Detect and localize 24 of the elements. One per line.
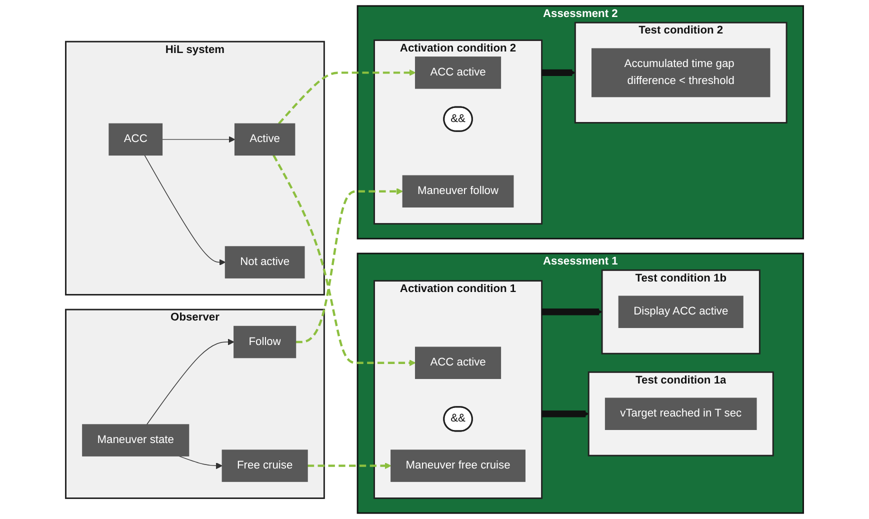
arrow — [178, 456, 222, 470]
node-box: Not active — [224, 246, 305, 278]
node-box: ACC — [108, 123, 163, 156]
arrow — [308, 462, 392, 470]
node-box: ACC active — [415, 56, 502, 89]
arrow — [541, 69, 576, 76]
node-box: Maneuver follow — [402, 175, 514, 208]
arrow — [146, 338, 234, 425]
node-box: Maneuver state — [82, 424, 190, 456]
node-box: Display ACC active — [618, 296, 744, 328]
arrow — [144, 154, 226, 266]
arrow — [541, 308, 602, 316]
node-box: vTarget reached in T sec — [604, 398, 757, 430]
arrow — [296, 188, 403, 344]
arrow — [272, 154, 416, 366]
node-box: Maneuver free cruise — [390, 450, 526, 482]
node-box: Accumulated time gap difference < threshold — [592, 48, 770, 98]
node-box: Follow — [234, 326, 296, 358]
arrow — [541, 410, 589, 418]
node-box: Active — [234, 123, 296, 156]
node-box: ACC active — [415, 346, 502, 379]
arrow — [162, 136, 236, 143]
arrow — [278, 69, 416, 124]
node-box: Free cruise — [222, 450, 308, 482]
